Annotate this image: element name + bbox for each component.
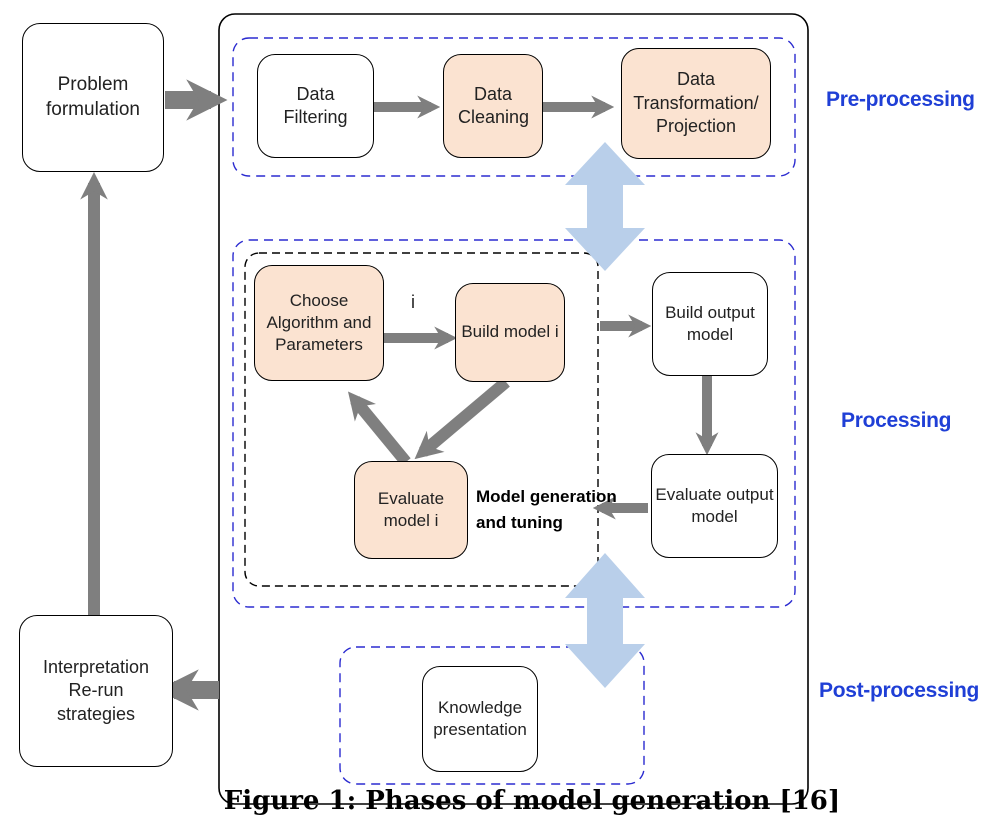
data-filtering-box: Data Filtering (257, 54, 374, 158)
double-arrow-pre-to-processing (565, 142, 645, 271)
data-transformation-box: Data Transformation/ Projection (621, 48, 771, 159)
processing-stage-label: Processing (841, 409, 952, 432)
evaluate-model-i-box: Evaluate model i (354, 461, 468, 559)
choose-algorithm-label: Choose Algorithm and Parameters (266, 290, 372, 355)
data-transformation-label: Data Transformation/ Projection (633, 69, 759, 137)
iteration-index-label: i (411, 292, 415, 312)
post-processing-stage-label: Post-processing (819, 679, 980, 702)
build-model-i-label: Build model i (461, 322, 559, 342)
build-model-i-box: Build model i (455, 283, 565, 382)
arrow-evaluate-to-choose (347, 391, 411, 466)
figure-caption: Figure 1: Phases of model generation [16… (223, 786, 841, 816)
choose-algorithm-box: Choose Algorithm and Parameters (254, 265, 384, 381)
evaluate-output-model-box: Evaluate output model (651, 454, 778, 558)
interpretation-box: Interpretation Re-run strategies (19, 615, 173, 767)
model-generation-label: Model generation and tuning (476, 487, 617, 533)
knowledge-presentation-label: Knowledge presentation (433, 697, 527, 739)
pre-processing-stage-label: Pre-processing (826, 88, 975, 111)
data-cleaning-box: Data Cleaning (443, 54, 543, 158)
problem-formulation-label: Problem formulation (46, 73, 140, 120)
evaluate-output-model-label: Evaluate output model (655, 484, 774, 526)
problem-formulation-box: Problem formulation (22, 23, 164, 172)
interpretation-label: Interpretation Re-run strategies (42, 656, 150, 724)
main-process-container (218, 13, 809, 805)
evaluate-model-i-label: Evaluate model i (377, 488, 445, 530)
arrow-build-to-evaluate (414, 377, 510, 460)
processing-group (232, 239, 796, 608)
post-processing-group (339, 646, 645, 785)
data-filtering-label: Data Filtering (283, 83, 348, 127)
data-cleaning-label: Data Cleaning (458, 83, 530, 127)
double-arrow-processing-to-post (565, 553, 645, 688)
build-output-model-label: Build output model (665, 302, 755, 344)
model-generation-group (244, 252, 599, 587)
build-output-model-box: Build output model (652, 272, 768, 376)
knowledge-presentation-box: Knowledge presentation (422, 666, 538, 772)
pre-processing-group (232, 37, 796, 177)
